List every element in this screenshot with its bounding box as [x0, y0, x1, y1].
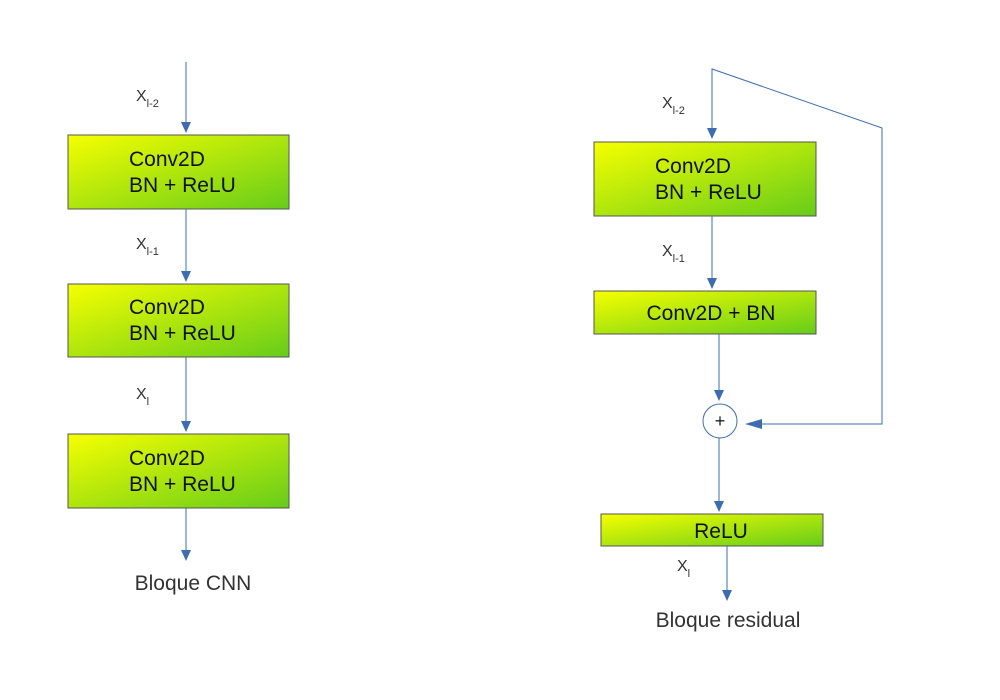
res-arrowhead-3 [714, 390, 724, 401]
cnn-box-1-line1: Conv2D [129, 148, 205, 171]
res-arrowhead-5 [722, 590, 732, 601]
cnn-box-1 [67, 134, 290, 210]
cnn-box-2-line2: BN + ReLU [129, 322, 236, 345]
cnn-input-1-label: Xl-2 [136, 88, 159, 110]
res-box-2-label: Conv2D + BN [647, 302, 776, 325]
cnn-box-2-line1: Conv2D [129, 296, 205, 319]
cnn-arrowhead-2 [181, 271, 191, 282]
cnn-box-3-line2: BN + ReLU [129, 473, 236, 496]
res-box-1 [593, 141, 817, 217]
cnn-box-1-line2: BN + ReLU [129, 174, 236, 197]
residual-block: Xl-2 Conv2D BN + ReLU Xl-1 Conv2D + BN +… [593, 68, 883, 632]
cnn-arrowhead-3 [181, 421, 191, 432]
cnn-input-3-label: Xl [136, 386, 149, 408]
res-box-1-line1: Conv2D [655, 155, 731, 178]
res-input-2-label: Xl-1 [662, 243, 685, 265]
cnn-arrowhead-4 [181, 550, 191, 561]
cnn-block: Xl-2 Conv2D BN + ReLU Xl-1 Conv2D BN + R… [67, 62, 290, 595]
skip-arrowhead [745, 419, 762, 429]
res-box-2 [593, 290, 817, 335]
res-output-label: Xl [677, 558, 690, 580]
res-box-relu [600, 513, 824, 547]
res-box-1-line2: BN + ReLU [655, 181, 762, 204]
cnn-box-3 [67, 433, 290, 509]
res-arrowhead-4 [714, 501, 724, 512]
cnn-input-2-label: Xl-1 [136, 236, 159, 258]
residual-caption: Bloque residual [656, 609, 801, 632]
cnn-caption: Bloque CNN [135, 572, 252, 595]
res-arrowhead-1 [707, 128, 717, 139]
cnn-arrowhead-1 [181, 122, 191, 133]
sum-node [702, 403, 738, 439]
cnn-box-3-line1: Conv2D [129, 447, 205, 470]
res-box-relu-label: ReLU [694, 520, 748, 543]
cnn-box-2 [67, 283, 290, 358]
sum-symbol: + [715, 411, 726, 431]
res-arrowhead-2 [707, 278, 717, 289]
skip-connection-line [711, 68, 883, 425]
res-input-1-label: Xl-2 [662, 95, 685, 117]
